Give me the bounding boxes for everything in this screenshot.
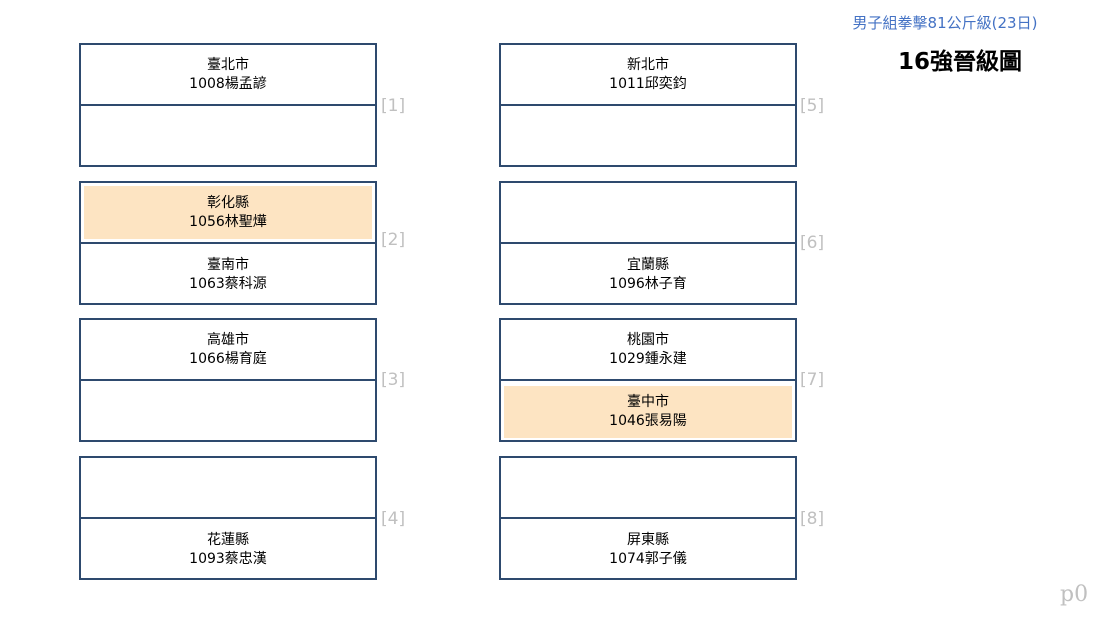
competitor-region: 高雄市: [207, 331, 249, 348]
competitor-region: 屏東縣: [627, 531, 669, 548]
competitor-slot: 彰化縣 1056林聖燁: [81, 183, 375, 244]
match-label-3: [3]: [381, 370, 406, 390]
competitor-slot: 臺北市 1008楊孟諺: [81, 45, 375, 106]
competitor-slot: [501, 458, 795, 519]
match-box-3: 高雄市 1066楊育庭: [79, 318, 377, 442]
match-box-7: 桃園市 1029鍾永建 臺中市 1046張易陽: [499, 318, 797, 442]
match-label-6: [6]: [800, 233, 825, 253]
match-label-2: [2]: [381, 230, 406, 250]
match-box-4: 花蓮縣 1093蔡忠漢: [79, 456, 377, 580]
competitor-region: 新北市: [627, 56, 669, 73]
competitor-slot: [81, 383, 375, 440]
competitor-slot: 新北市 1011邱奕鈞: [501, 45, 795, 106]
match-label-7: [7]: [800, 370, 825, 390]
competitor-slot: 屏東縣 1074郭子儀: [501, 521, 795, 578]
competitor-slot: 宜蘭縣 1096林子育: [501, 246, 795, 303]
competitor-name: 1056林聖燁: [189, 213, 267, 230]
match-box-2: 彰化縣 1056林聖燁 臺南市 1063蔡科源: [79, 181, 377, 305]
match-label-8: [8]: [800, 509, 825, 529]
competitor-slot: [501, 108, 795, 165]
competitor-name: 1029鍾永建: [609, 350, 687, 367]
competitor-slot: [501, 183, 795, 244]
competitor-region: 臺中市: [627, 393, 669, 410]
match-label-5: [5]: [800, 96, 825, 116]
competitor-slot: 高雄市 1066楊育庭: [81, 320, 375, 381]
competitor-region: 臺南市: [207, 256, 249, 273]
competitor-name: 1046張易陽: [609, 412, 687, 429]
competitor-slot: 臺南市 1063蔡科源: [81, 246, 375, 303]
competitor-name: 1093蔡忠漢: [189, 550, 267, 567]
competitor-region: 臺北市: [207, 56, 249, 73]
competitor-region: 桃園市: [627, 331, 669, 348]
winner-highlight: [84, 186, 372, 239]
competitor-name: 1008楊孟諺: [189, 75, 267, 92]
event-title: 男子組拳擊81公斤級(23日): [852, 14, 1038, 32]
competitor-slot: 桃園市 1029鍾永建: [501, 320, 795, 381]
competitor-name: 1096林子育: [609, 275, 687, 292]
bracket-title: 16強晉級圖: [897, 49, 1022, 75]
competitor-name: 1074郭子儀: [609, 550, 687, 567]
match-box-1: 臺北市 1008楊孟諺: [79, 43, 377, 167]
competitor-name: 1066楊育庭: [189, 350, 267, 367]
competitor-slot: [81, 458, 375, 519]
competitor-region: 彰化縣: [207, 194, 249, 211]
winner-highlight: [504, 386, 792, 438]
competitor-slot: 臺中市 1046張易陽: [501, 383, 795, 440]
page-number: p0: [1060, 582, 1089, 607]
match-label-4: [4]: [381, 509, 406, 529]
competitor-region: 花蓮縣: [207, 531, 249, 548]
competitor-slot: 花蓮縣 1093蔡忠漢: [81, 521, 375, 578]
match-box-8: 屏東縣 1074郭子儀: [499, 456, 797, 580]
competitor-name: 1011邱奕鈞: [609, 75, 687, 92]
match-box-5: 新北市 1011邱奕鈞: [499, 43, 797, 167]
competitor-name: 1063蔡科源: [189, 275, 267, 292]
match-box-6: 宜蘭縣 1096林子育: [499, 181, 797, 305]
competitor-slot: [81, 108, 375, 165]
match-label-1: [1]: [381, 96, 406, 116]
competitor-region: 宜蘭縣: [627, 256, 669, 273]
